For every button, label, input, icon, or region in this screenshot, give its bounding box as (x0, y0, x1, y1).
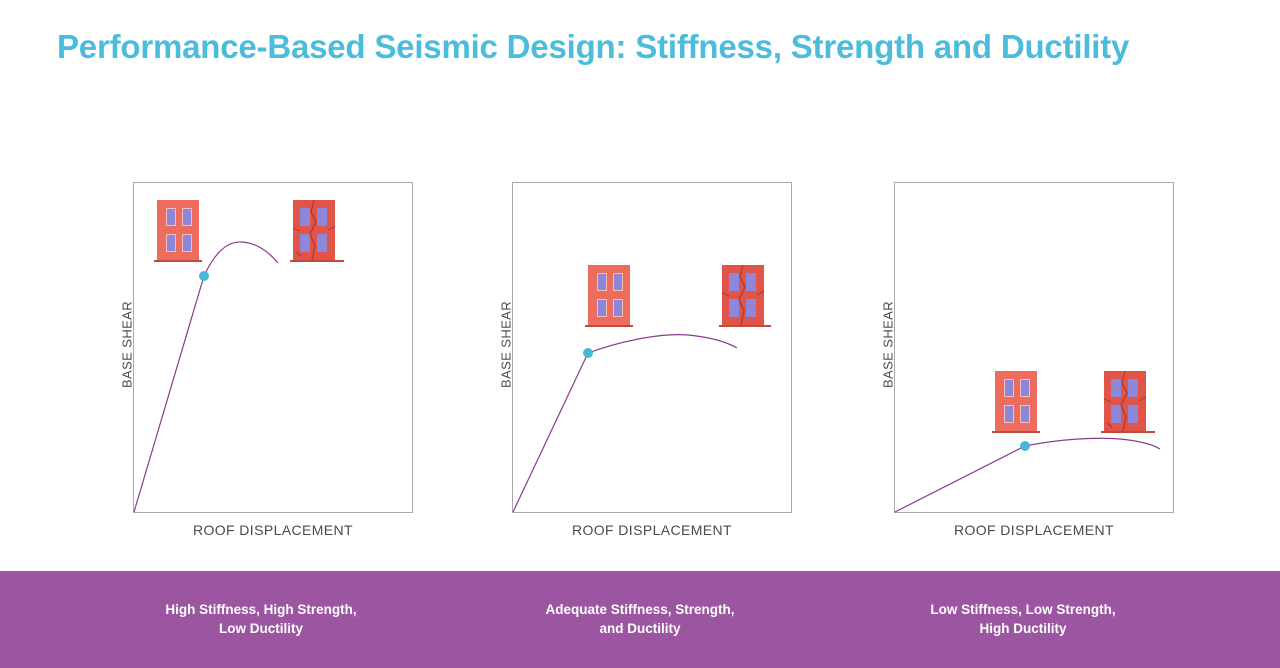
diagram-panel-adequate: BASE SHEAR ROOF DISPLACEMENT (499, 182, 792, 538)
intact-building-icon (154, 200, 202, 262)
intact-building-icon (585, 265, 633, 327)
diagram-panel-low-stiffness: BASE SHEAR ROOF DISPLACEMENT (881, 182, 1174, 538)
y-axis-label: BASE SHEAR (498, 300, 514, 389)
diagram-panel-high-stiffness: BASE SHEAR ROOF DISPLACEMENT (120, 182, 413, 538)
pushover-curve (894, 437, 1161, 513)
pushover-plot: BASE SHEAR (499, 182, 792, 513)
cracked-building-icon (1101, 370, 1155, 433)
yield-point (583, 348, 593, 358)
intact-building-icon (992, 371, 1040, 433)
caption-adequate: Adequate Stiffness, Strength, and Ductil… (490, 600, 790, 638)
caption-high-stiffness: High Stiffness, High Strength, Low Ducti… (111, 600, 411, 638)
pushover-plot: BASE SHEAR (881, 182, 1174, 513)
pushover-plot: BASE SHEAR (120, 182, 413, 513)
caption-line: High Ductility (979, 621, 1067, 636)
cracked-building-icon (290, 199, 344, 262)
y-axis-label: BASE SHEAR (119, 300, 135, 389)
x-axis-label: ROOF DISPLACEMENT (953, 522, 1115, 538)
caption-line: Low Ductility (219, 621, 303, 636)
cracked-building-icon (719, 264, 771, 327)
page-title: Performance-Based Seismic Design: Stiffn… (57, 28, 1130, 65)
x-axis-label: ROOF DISPLACEMENT (571, 522, 733, 538)
yield-point (199, 271, 209, 281)
pushover-curve (133, 241, 279, 513)
caption-low-stiffness: Low Stiffness, Low Strength, High Ductil… (873, 600, 1173, 638)
x-axis-label: ROOF DISPLACEMENT (192, 522, 354, 538)
pushover-curve-svg (133, 199, 344, 513)
pushover-curve (512, 334, 738, 513)
pushover-curve-svg (894, 370, 1161, 513)
caption-line: Low Stiffness, Low Strength, (930, 602, 1116, 617)
caption-line: Adequate Stiffness, Strength, (545, 602, 735, 617)
y-axis-label: BASE SHEAR (880, 300, 896, 389)
pushover-curve-svg (512, 264, 771, 513)
caption-line: and Ductility (599, 621, 681, 636)
caption-footer: High Stiffness, High Strength, Low Ducti… (0, 571, 1280, 668)
yield-point (1020, 441, 1030, 451)
caption-line: High Stiffness, High Strength, (165, 602, 357, 617)
